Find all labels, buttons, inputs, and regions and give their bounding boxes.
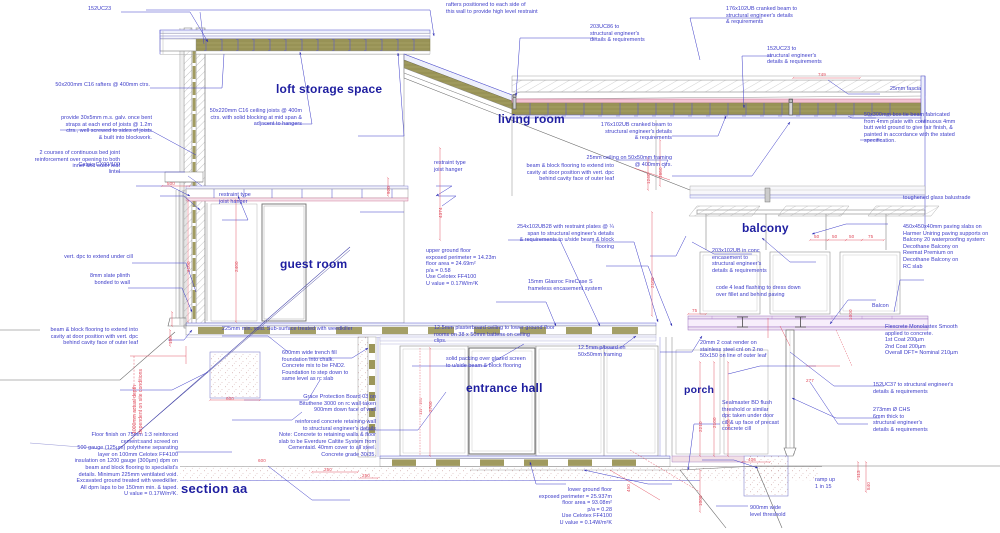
entrance-hall-ceiling <box>379 336 657 345</box>
loft-storage-space-outline <box>204 54 405 187</box>
room-label-entrance-hall: entrance hall <box>466 381 543 395</box>
dim-749: 749 <box>818 72 826 77</box>
dim-1000-balcony: 1000 <box>848 309 853 320</box>
living-room-ceiling <box>689 185 926 203</box>
dim-50-c: 50 <box>849 234 855 239</box>
dim-1240: 1240 <box>646 173 651 184</box>
steel-column-markers <box>512 94 793 116</box>
dim-2100-left: 2100 <box>186 261 191 272</box>
dim-50-b: 50 <box>832 234 838 239</box>
left-door-head-detail <box>164 171 204 187</box>
dim-113: 113 <box>856 470 861 478</box>
room-label-balcony: balcony <box>742 221 789 235</box>
room-label-porch: porch <box>684 384 715 396</box>
drawing-title: section aa <box>181 481 248 496</box>
dim-2700: 2700 <box>428 401 433 412</box>
guest-room-window <box>261 203 307 322</box>
dim-150: 150 <box>168 336 173 344</box>
dim-75-b: 75 <box>692 308 698 313</box>
porch-framing <box>659 337 769 456</box>
living-room-flat-roof <box>511 75 926 230</box>
chs-column <box>783 329 797 457</box>
dim-920: 920 <box>386 186 391 194</box>
left-external-ground-line <box>0 249 351 449</box>
dim-2100-porch: 2100 <box>712 417 717 428</box>
entrance-hall-glazed-screen <box>399 345 659 457</box>
dim-450: 450 <box>626 484 631 492</box>
dim-600-b: 600 <box>258 458 266 463</box>
lower-ground-left-wall <box>357 336 381 458</box>
loft-floor-joist-zone <box>185 185 409 202</box>
dim-250-b: 250 <box>324 467 332 472</box>
dim-2400-porch: 2400 <box>726 419 731 430</box>
room-label-living-room: living room <box>498 112 565 126</box>
dim-277: 277 <box>806 378 814 383</box>
left-door-jamb <box>175 190 187 318</box>
sloping-roof-living-room <box>403 53 691 191</box>
trench-fill-foundation <box>209 351 261 399</box>
dim-50-a: 50 <box>814 234 820 239</box>
guest-room-wall-panel <box>210 203 258 322</box>
dim-2100-right: 2100 <box>650 277 655 288</box>
dim-2210: 2210 <box>698 421 703 432</box>
building-structure-layer <box>0 27 1000 529</box>
dim-4374: 4374 <box>438 207 443 218</box>
dim-1660: 1660 <box>658 167 663 178</box>
external-ground-ramp <box>470 465 1000 529</box>
upper-ground-floor-slab <box>185 322 657 338</box>
dim-600-foundation: 600 <box>226 396 234 401</box>
dimension-lines-layer <box>130 76 886 514</box>
left-plinth <box>167 317 187 327</box>
dim-2400-left: 2400 <box>234 261 239 272</box>
living-room-outline <box>511 118 925 196</box>
room-label-guest-room: guest room <box>280 257 348 271</box>
dim-1000-ramp: 1000 <box>698 495 703 506</box>
room-label-loft-storage-space: loft storage space <box>276 82 383 96</box>
dim-111-151: 111 - 151 <box>418 397 423 415</box>
balcony-structure <box>687 205 940 457</box>
leader-lines-layer <box>60 9 924 507</box>
dim-250-a: 250 <box>362 473 370 478</box>
dim-75-a: 75 <box>868 234 874 239</box>
balcony-steel-beams <box>737 316 806 328</box>
loft-flat-roof-deck <box>159 29 431 55</box>
dim-500: 500 <box>167 181 175 186</box>
dim-840: 840 <box>866 482 871 490</box>
dim-406: 406 <box>748 457 756 462</box>
